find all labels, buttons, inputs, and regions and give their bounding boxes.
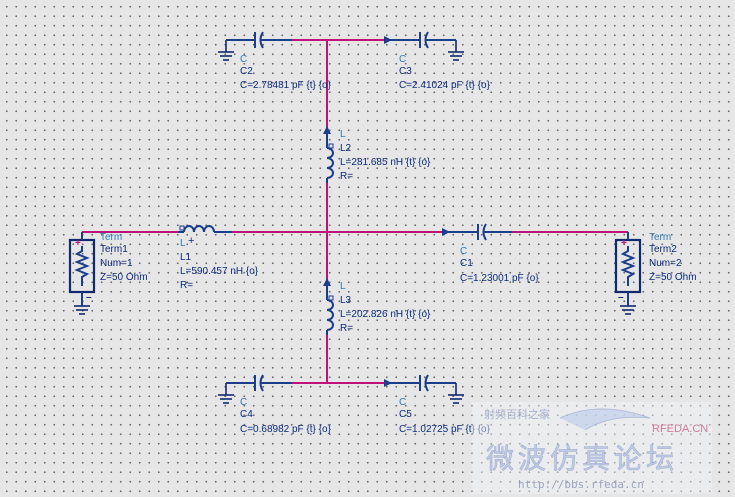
l2-type-label: L <box>340 129 346 140</box>
c4-type-label: C <box>240 397 247 408</box>
ground-icon <box>448 40 464 61</box>
term1-port[interactable]: + – Term Term1 Num=1 Z=50 Ohm <box>68 232 148 315</box>
inductor-l2[interactable]: L L2 L=281.685 nH {t} {o} R= <box>323 126 431 183</box>
watermark-top-text: 射频百科之家 <box>484 407 550 421</box>
term1-num-label: Num=1 <box>100 258 133 269</box>
wires <box>82 39 628 384</box>
l3-name-label: L3 <box>340 295 352 306</box>
c2-type-label: C <box>240 54 247 65</box>
polarity-marker <box>328 295 334 301</box>
term2-z-label: Z=50 Ohm <box>649 272 697 283</box>
term1-name-label: Term1 <box>100 244 128 255</box>
capacitor-c5[interactable]: C C5 C=1.02725 pF {t} {o} <box>384 374 491 435</box>
c5-type-label: C <box>399 397 406 408</box>
arrow-icon <box>442 228 450 236</box>
l1-name-label: L1 <box>180 252 192 263</box>
capacitor-c1[interactable]: C C1 C=1.23001 pF {o} <box>442 223 539 284</box>
l3-type-label: L <box>340 281 346 292</box>
ground-icon <box>620 305 636 315</box>
term1-type-label: Term <box>100 232 122 243</box>
c5-value-label: C=1.02725 pF {t} {o} <box>399 424 491 435</box>
ground-icon <box>448 383 464 404</box>
inductor-l1[interactable]: L + L1 L=590.457 nH {o} R= <box>178 225 259 291</box>
polarity-marker <box>179 225 185 231</box>
watermark-title: 微波仿真论坛 <box>486 442 678 475</box>
capacitor-c4[interactable]: C C4 C=0.68982 pF {t} {o} <box>218 374 332 435</box>
l2-value-label: L=281.685 nH {t} {o} <box>340 157 431 168</box>
cursor-cross-icon: + <box>188 235 194 247</box>
term2-num-label: Num=2 <box>649 258 682 269</box>
l1-r-label: R= <box>180 280 193 291</box>
plus-marker: + <box>621 238 627 249</box>
term2-name-label: Term2 <box>649 244 677 255</box>
plus-marker: + <box>75 238 81 249</box>
l3-value-label: L=202.826 nH {t} {o} <box>340 309 431 320</box>
l1-type-label: L <box>180 238 186 249</box>
watermark-brand: RFEDA.CN <box>652 423 708 435</box>
polarity-marker <box>328 143 334 149</box>
inductor-l3[interactable]: L L3 L=202.826 nH {t} {o} R= <box>323 278 431 335</box>
l2-r-label: R= <box>340 171 353 182</box>
arrow-icon <box>384 36 392 44</box>
c2-value-label: C=2.78481 pF {t} {o} <box>240 80 332 91</box>
minus-marker: – <box>86 292 92 303</box>
c2-name-label: C2 <box>240 66 253 77</box>
minus-marker: – <box>618 292 624 303</box>
c3-type-label: C <box>399 54 406 65</box>
term2-port[interactable]: + – Term Term2 Num=2 Z=50 Ohm <box>614 232 697 315</box>
c1-type-label: C <box>460 246 467 257</box>
c4-name-label: C4 <box>240 409 253 420</box>
ground-icon <box>218 383 234 404</box>
ground-icon <box>218 40 234 61</box>
capacitor-c2[interactable]: C C2 C=2.78481 pF {t} {o} <box>218 31 332 91</box>
arrow-icon <box>384 379 392 387</box>
l1-value-label: L=590.457 nH {o} <box>180 266 259 277</box>
c5-name-label: C5 <box>399 409 412 420</box>
c1-value-label: C=1.23001 pF {o} <box>460 273 539 284</box>
l2-name-label: L2 <box>340 143 352 154</box>
c1-name-label: C1 <box>460 258 473 269</box>
watermark-logo <box>559 408 651 431</box>
ground-icon <box>74 305 90 315</box>
watermark-url: http://bbs.rfeda.cn <box>518 478 644 491</box>
c3-name-label: C3 <box>399 66 412 77</box>
capacitor-c3[interactable]: C C3 C=2.41024 pF {t} {o} <box>384 31 491 91</box>
term1-z-label: Z=50 Ohm <box>100 272 148 283</box>
c4-value-label: C=0.68982 pF {t} {o} <box>240 424 332 435</box>
l3-r-label: R= <box>340 323 353 334</box>
c3-value-label: C=2.41024 pF {t} {o} <box>399 80 491 91</box>
watermark: 射频百科之家 RFEDA.CN 微波仿真论坛 http://bbs.rfeda.… <box>472 402 712 494</box>
term2-type-label: Term <box>649 232 671 243</box>
